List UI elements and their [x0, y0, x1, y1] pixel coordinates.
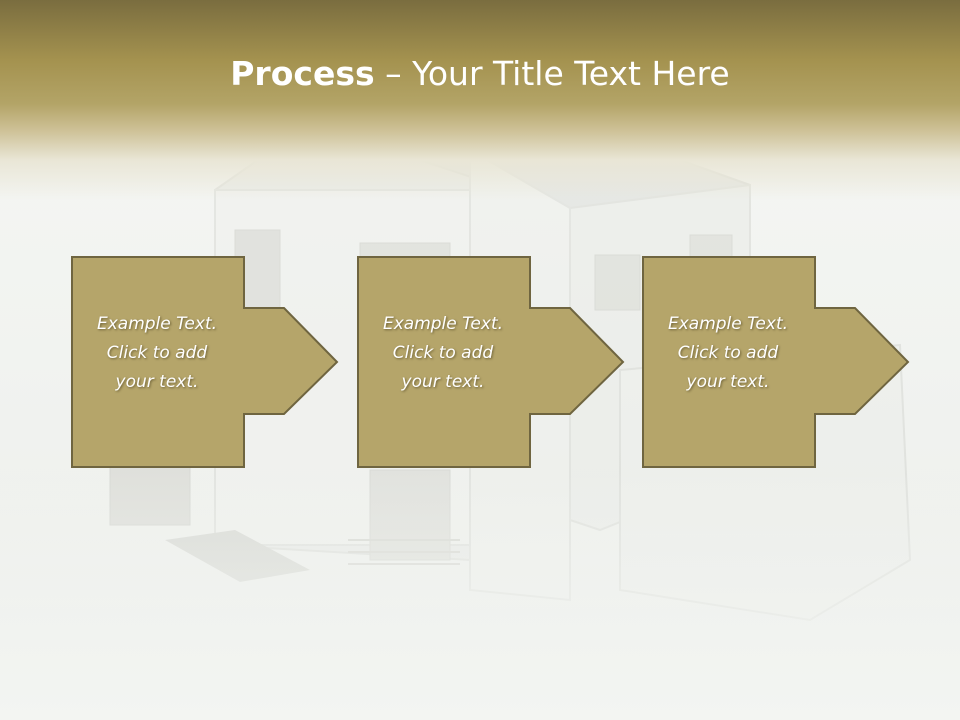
title-bold: Process [230, 54, 375, 93]
process-step-1[interactable]: Example Text. Click to add your text. [71, 256, 351, 468]
arrow-outline [357, 256, 625, 468]
arrow-outline [71, 256, 339, 468]
arrow-box-shape [71, 256, 339, 468]
title-rest: – Your Title Text Here [374, 54, 730, 93]
header-band [0, 0, 960, 200]
step-text: Example Text. Click to add your text. [96, 314, 218, 392]
arrow-box-shape [357, 256, 625, 468]
step-text: Example Text. Click to add your text. [382, 314, 504, 392]
arrow-outline [642, 256, 910, 468]
arrow-box-shape [642, 256, 910, 468]
page-title[interactable]: Process – Your Title Text Here [0, 52, 960, 96]
process-step-3[interactable]: Example Text. Click to add your text. [642, 256, 922, 468]
step-text: Example Text. Click to add your text. [667, 314, 789, 392]
process-step-2[interactable]: Example Text. Click to add your text. [357, 256, 637, 468]
